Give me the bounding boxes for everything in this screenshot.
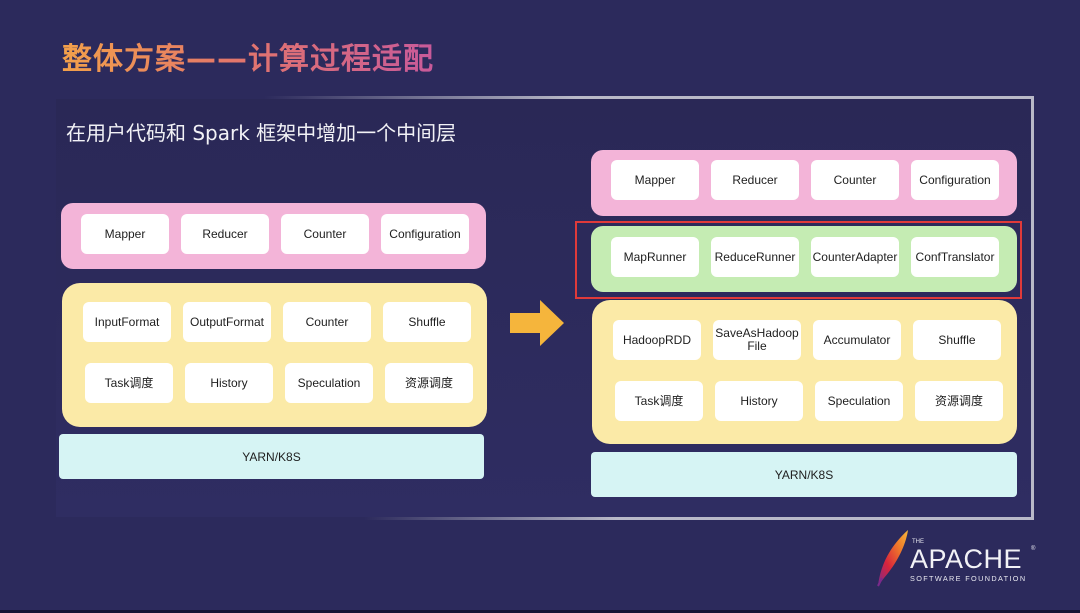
right-speculation-box: Speculation — [815, 381, 903, 421]
right-arrow-icon — [510, 300, 564, 346]
right-base-layer: YARN/K8S — [591, 452, 1017, 497]
left-mapper-box: Mapper — [81, 214, 169, 254]
apache-the-text: THE — [912, 539, 924, 545]
apache-registered-mark: ® — [1031, 545, 1036, 552]
right-conftranslator-box: ConfTranslator — [911, 237, 999, 277]
left-shuffle-box: Shuffle — [383, 302, 471, 342]
slide-title: 整体方案——计算过程适配 — [62, 34, 434, 78]
right-resource-scheduling-box: 资源调度 — [915, 381, 1003, 421]
right-base-label: YARN/K8S — [774, 467, 834, 482]
bottom-bar — [0, 610, 1080, 613]
left-task-scheduling-box: Task调度 — [85, 363, 173, 403]
left-reducer-box: Reducer — [181, 214, 269, 254]
right-configuration-box: Configuration — [911, 160, 999, 200]
left-counter-framework-box: Counter — [283, 302, 371, 342]
middle-layer-highlight — [575, 221, 1022, 299]
left-base-label: YARN/K8S — [242, 449, 301, 464]
right-reducer-box: Reducer — [711, 160, 799, 200]
apache-feather-icon — [877, 530, 908, 587]
apache-name-text: APACHE — [910, 544, 1022, 574]
right-shuffle-box: Shuffle — [913, 320, 1001, 360]
right-saveashadoopfile-box: SaveAsHadoop File — [713, 320, 801, 360]
apache-logo: THE APACHE ® SOFTWARE FOUNDATION — [877, 530, 1036, 587]
right-counter-box: Counter — [811, 160, 899, 200]
left-history-box: History — [185, 363, 273, 403]
left-base-layer: YARN/K8S — [59, 434, 484, 479]
left-counter-box: Counter — [281, 214, 369, 254]
right-accumulator-box: Accumulator — [813, 320, 901, 360]
left-inputformat-box: InputFormat — [83, 302, 171, 342]
right-maprunner-box: MapRunner — [611, 237, 699, 277]
right-task-scheduling-box: Task调度 — [615, 381, 703, 421]
frame-fade-top — [56, 96, 576, 99]
frame-fade-bottom — [56, 517, 616, 520]
apache-foundation-text: SOFTWARE FOUNDATION — [910, 574, 1026, 583]
right-history-box: History — [715, 381, 803, 421]
left-outputformat-box: OutputFormat — [183, 302, 271, 342]
right-counteradapter-box: CounterAdapter — [811, 237, 899, 277]
left-resource-scheduling-box: 资源调度 — [385, 363, 473, 403]
right-reducerunner-box: ReduceRunner — [711, 237, 799, 277]
right-mapper-box: Mapper — [611, 160, 699, 200]
left-speculation-box: Speculation — [285, 363, 373, 403]
slide-subtitle: 在用户代码和 Spark 框架中增加一个中间层 — [66, 121, 457, 145]
right-hadooprdd-box: HadoopRDD — [613, 320, 701, 360]
left-configuration-box: Configuration — [381, 214, 469, 254]
